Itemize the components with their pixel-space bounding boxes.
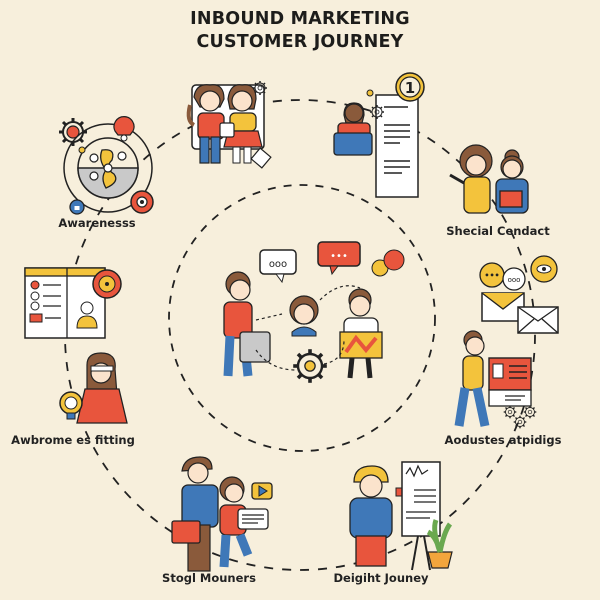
title-line-1: INBOUND MARKETING	[190, 9, 410, 29]
man-whiteboard-icon	[349, 461, 453, 571]
stage-label-awareness: Awarenesss	[58, 216, 136, 230]
woman-presenting-icon	[454, 330, 532, 427]
small-gear-icon	[503, 405, 517, 419]
stage-label-fitting: Awbrome es fitting	[11, 433, 135, 447]
small-gear-icon	[513, 415, 527, 429]
outer-journey-ring	[64, 99, 536, 571]
inner-journey-ring	[168, 184, 436, 452]
stage-label-special-contact: Shecial Cendact	[446, 224, 550, 238]
red-gear-fragment-icon	[113, 116, 135, 142]
svg-text:ooo: ooo	[508, 276, 521, 284]
gear-cycle-icon	[63, 123, 153, 213]
bubble-right-text: •••	[330, 251, 348, 262]
two-women-tablet-icon	[449, 144, 529, 214]
checklist-profile-icon	[24, 267, 122, 339]
target-gear-icon	[130, 190, 154, 214]
svg-text:1: 1	[405, 79, 415, 97]
woman-lightbulb-icon	[59, 352, 128, 424]
man-briefcase-icon	[171, 456, 273, 572]
title-line-2: CUSTOMER JOURNEY	[196, 32, 404, 52]
gear-icon	[57, 116, 89, 148]
page-title: INBOUND MARKETING CUSTOMER JOURNEY	[0, 8, 600, 54]
stage-label-adjustments: Aodustes atpidigs	[444, 433, 562, 447]
stage-label-movers: Stogl Mouners	[162, 571, 256, 585]
target-gear-icon	[92, 269, 122, 299]
small-gear-icon	[523, 405, 537, 419]
collaboration-cycle-icon: ooo •••	[223, 241, 405, 385]
stage-label-delight: Deigiht Jouney	[333, 571, 429, 585]
two-women-icon	[186, 84, 272, 169]
lock-icon	[69, 199, 85, 215]
svg-text:•••: •••	[484, 271, 499, 280]
bubble-left-text: ooo	[269, 259, 287, 270]
document-award-icon: 1	[333, 72, 425, 198]
email-chat-icon: ••• ooo	[479, 255, 559, 334]
